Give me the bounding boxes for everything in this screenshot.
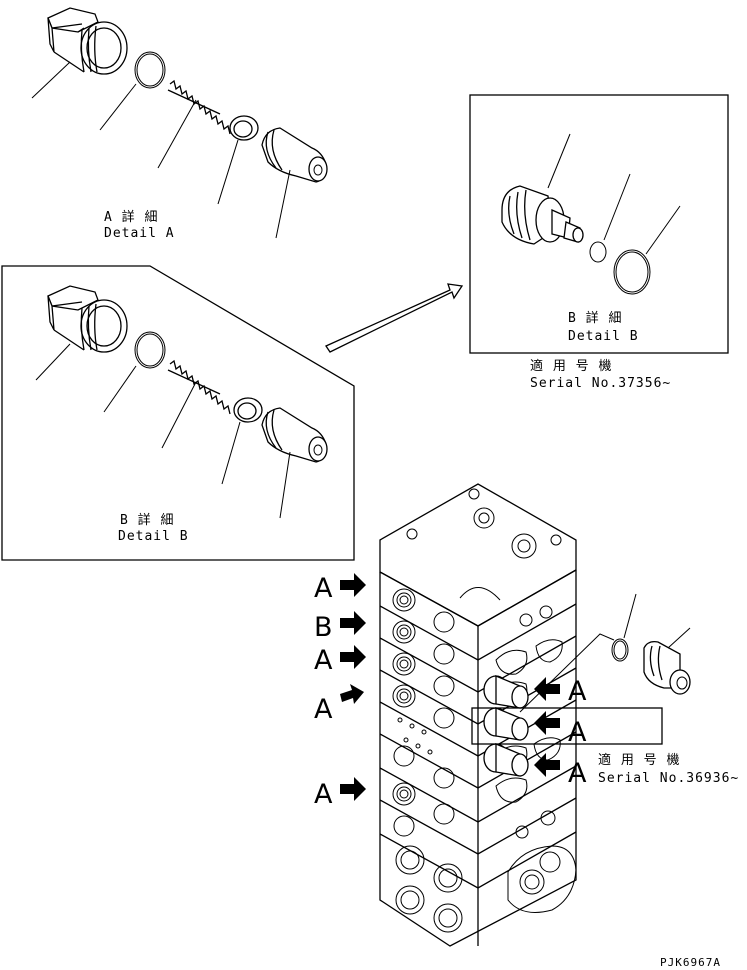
arrow-left-icon (534, 711, 560, 735)
detail-b-title-en: Detail B (118, 529, 189, 544)
arrow-left-icon (534, 677, 560, 701)
detail-b-panel: B 詳 細 Detail B (1, 265, 355, 561)
detail-a-title-en: Detail A (104, 226, 175, 241)
left-arrow-label-5: A (314, 779, 333, 810)
serial-36936-jp: 適 用 号 機 (598, 752, 680, 768)
spool-part (261, 127, 328, 183)
serial-37356-jp: 適 用 号 機 (530, 358, 612, 374)
right-arrow-label-1: A (568, 676, 587, 707)
right-arrow-markers: A A A (471, 676, 663, 789)
right-side-plugs (483, 675, 529, 777)
drawing-code: PJK6967A (660, 956, 721, 969)
highlight-box (471, 707, 663, 745)
inset-title-en: Detail B (568, 329, 639, 344)
arrow-right-icon (340, 777, 366, 801)
plug-part (47, 7, 128, 75)
serial-36936-en: Serial No.36936~ (598, 771, 739, 786)
left-arrow-label-3: A (314, 645, 333, 676)
control-valve-body (379, 483, 577, 947)
detail-a-group: A 詳 細 Detail A (31, 7, 328, 241)
pointer-arrow (325, 283, 464, 353)
arrow-right-icon (340, 611, 366, 635)
arrow-right-icon (340, 684, 364, 704)
arrow-right-icon (340, 573, 366, 597)
right-arrow-label-2: A (568, 717, 587, 748)
right-arrow-label-3: A (568, 758, 587, 789)
serial-36936-parts (519, 593, 691, 713)
inset-title-jp: B 詳 細 (568, 310, 622, 326)
detail-b-title-jp: B 詳 細 (120, 512, 174, 528)
arrow-left-icon (534, 753, 560, 777)
detail-b-inset: B 詳 細 Detail B (469, 94, 729, 354)
left-arrow-label-4: A (314, 694, 333, 725)
detail-a-title-jp: A 詳 細 (104, 209, 158, 225)
arrow-right-icon (340, 645, 366, 669)
left-arrow-markers: A B A A A (314, 573, 366, 810)
left-arrow-label-1: A (314, 573, 333, 604)
serial-37356-en: Serial No.37356~ (530, 376, 671, 391)
left-arrow-label-2: B (314, 612, 333, 643)
spring-part (167, 79, 231, 135)
o-ring-part (134, 51, 166, 89)
